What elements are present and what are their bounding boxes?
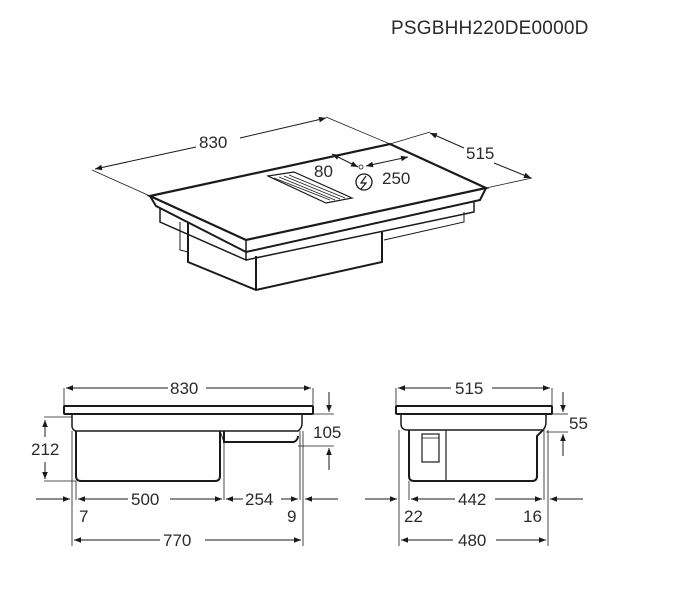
iso-width-label: 830 (199, 133, 228, 152)
iso-edge-to-power-label: 80 (314, 162, 333, 181)
front-right-offset-label: 9 (287, 507, 297, 526)
iso-power-offset-label: 250 (382, 169, 411, 188)
iso-830-dim-left (94, 146, 197, 171)
iso-depth-label: 515 (466, 144, 495, 163)
front-left-offset-label: 7 (79, 507, 89, 526)
iso-250-dim (365, 155, 409, 168)
side-cutout-width-label: 480 (458, 531, 487, 550)
iso-view (91, 116, 533, 292)
side-inner-component (421, 433, 440, 463)
front-left-box-label: 500 (131, 490, 160, 509)
iso-extension-line-depth-bottom (485, 177, 533, 189)
iso-extension-line-right (325, 116, 391, 145)
side-view (365, 385, 583, 546)
front-cutout-width-label: 770 (163, 531, 192, 550)
iso-extension-line-depth-top (389, 131, 431, 145)
iso-extension-line-left (91, 169, 151, 197)
front-view (36, 385, 338, 546)
side-inner-width-label: 442 (458, 490, 487, 509)
side-top-width-label: 515 (455, 379, 484, 398)
side-right-offset-label: 16 (523, 507, 542, 526)
vent-grille (265, 171, 354, 204)
front-top-width-label: 830 (170, 379, 199, 398)
model-code: PSGBHH220DE0000D (391, 18, 589, 39)
iso-830-dim-right (239, 116, 327, 139)
front-total-height-label: 212 (31, 440, 60, 459)
front-right-depth-label: 105 (313, 423, 342, 442)
side-height-label: 55 (569, 414, 588, 433)
front-right-box-label: 254 (245, 490, 274, 509)
iso-80-dim (331, 153, 359, 168)
lightning-bolt-icon (355, 173, 373, 191)
side-left-offset-label: 22 (404, 507, 423, 526)
